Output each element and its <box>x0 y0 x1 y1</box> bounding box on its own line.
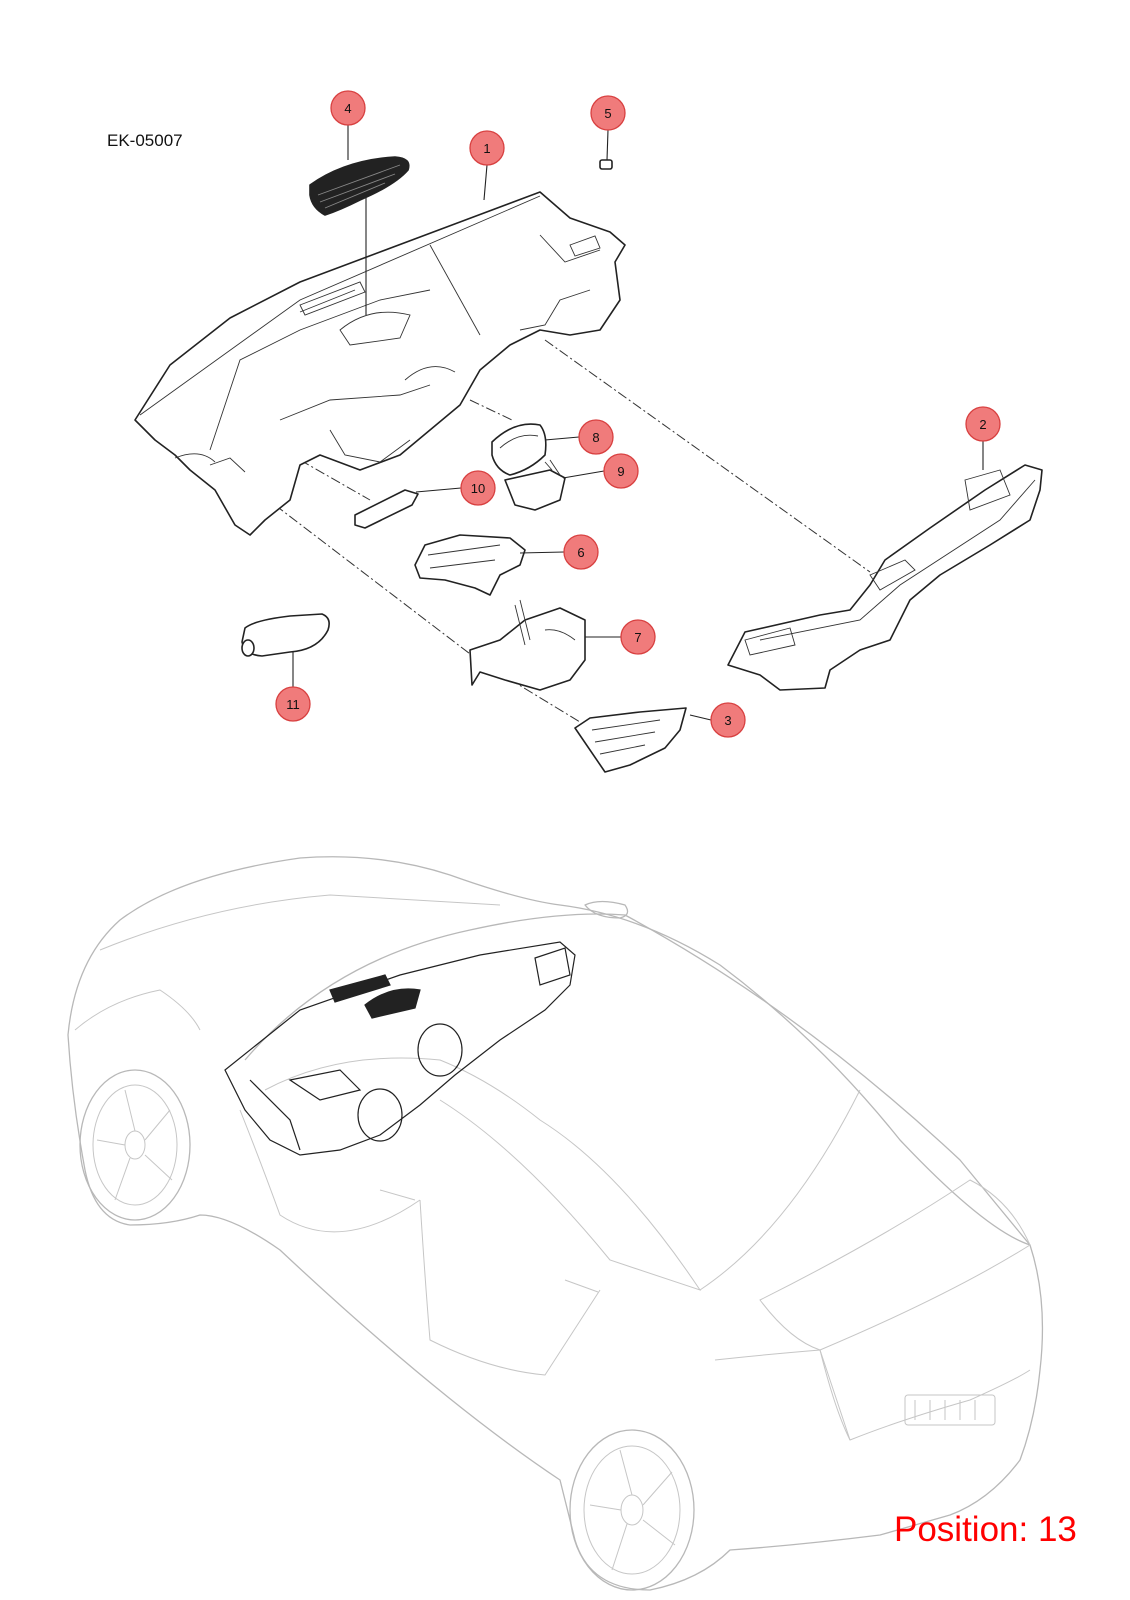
callout-1: 1 <box>469 130 505 166</box>
svg-text:11: 11 <box>286 697 300 712</box>
part-6-column-cover <box>414 534 526 596</box>
svg-text:1: 1 <box>483 141 490 156</box>
callout-2: 2 <box>965 406 1001 442</box>
part-11-side-trim <box>241 613 330 657</box>
callout-10: 10 <box>460 470 496 506</box>
part-2-trim-strip <box>727 464 1043 691</box>
assembly-lines <box>274 339 871 723</box>
diagram-code: EK-05007 <box>107 131 183 150</box>
callout-7: 7 <box>620 619 656 655</box>
car-locator-illustration <box>67 856 1044 1591</box>
svg-text:10: 10 <box>471 481 485 496</box>
part-7-lower-panel <box>469 599 586 691</box>
callout-4: 4 <box>330 90 366 126</box>
svg-text:5: 5 <box>604 106 611 121</box>
leader-lines <box>292 125 984 721</box>
callout-3: 3 <box>710 702 746 738</box>
part-3-air-vent <box>574 707 687 773</box>
svg-text:7: 7 <box>634 630 641 645</box>
callout-6: 6 <box>563 534 599 570</box>
part-10-trim-strip <box>354 489 419 529</box>
part-8-upper-shroud <box>491 423 547 476</box>
svg-text:2: 2 <box>979 417 986 432</box>
part-9-lower-trim <box>504 459 566 511</box>
svg-text:9: 9 <box>617 464 624 479</box>
part-1-dashboard <box>134 191 626 536</box>
svg-text:8: 8 <box>592 430 599 445</box>
svg-text:3: 3 <box>724 713 731 728</box>
position-label: Position: 13 <box>894 1510 1077 1549</box>
part-5-clip <box>599 159 613 170</box>
svg-text:4: 4 <box>344 101 351 116</box>
callout-9: 9 <box>603 453 639 489</box>
svg-text:6: 6 <box>577 545 584 560</box>
part-4-speaker-grille <box>309 156 410 216</box>
callout-11: 11 <box>275 686 311 722</box>
callout-8: 8 <box>578 419 614 455</box>
callout-5: 5 <box>590 95 626 131</box>
